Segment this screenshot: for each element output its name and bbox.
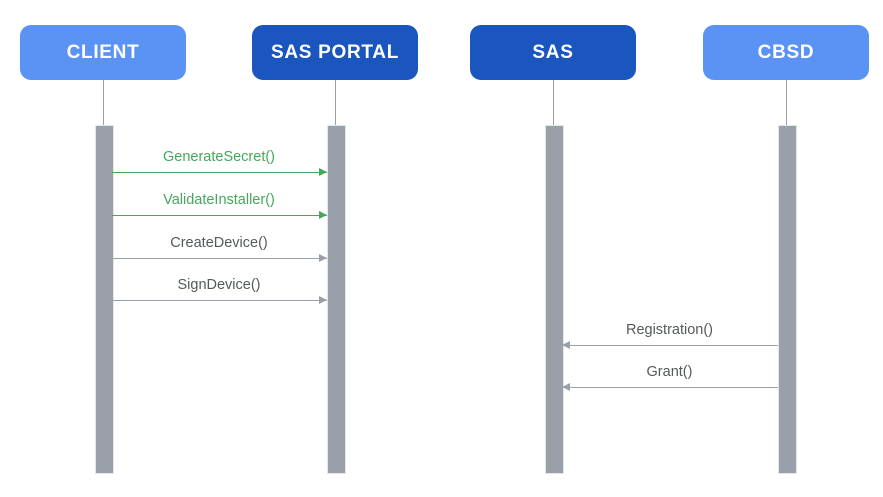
lifeline-stem-sas-portal <box>334 80 336 125</box>
lifeline-stem-sas <box>552 80 554 125</box>
message-label-grant: Grant() <box>646 364 693 381</box>
arrowhead-icon-create-device <box>318 254 327 262</box>
message-line-validate-installer <box>111 215 327 216</box>
participant-box-sas[interactable]: SAS <box>470 25 636 80</box>
message-line-create-device <box>111 258 327 259</box>
arrowhead-icon-generate-secret <box>318 168 327 176</box>
message-label-sign-device: SignDevice() <box>177 277 261 294</box>
arrowhead-icon-registration <box>561 341 570 349</box>
arrowhead-icon-grant <box>561 383 570 391</box>
activation-bar-cbsd <box>777 125 797 474</box>
participant-label-sas-portal: SAS PORTAL <box>270 42 400 63</box>
arrowhead-icon-validate-installer <box>318 211 327 219</box>
message-line-generate-secret <box>111 172 327 173</box>
participant-box-client[interactable]: CLIENT <box>20 25 186 80</box>
arrowhead-icon-sign-device <box>318 296 327 304</box>
lifeline-stem-cbsd <box>785 80 787 125</box>
participant-label-sas: SAS <box>532 42 574 63</box>
participant-label-client: CLIENT <box>66 42 140 63</box>
participant-box-sas-portal[interactable]: SAS PORTAL <box>252 25 418 80</box>
message-label-create-device: CreateDevice() <box>170 235 268 252</box>
message-line-sign-device <box>111 300 327 301</box>
participant-box-cbsd[interactable]: CBSD <box>703 25 869 80</box>
activation-bar-sas-portal <box>326 125 346 474</box>
activation-bar-client <box>94 125 114 474</box>
message-line-grant <box>561 387 778 388</box>
lifeline-stem-client <box>102 80 104 125</box>
message-label-generate-secret: GenerateSecret() <box>162 149 276 166</box>
activation-bar-sas <box>544 125 564 474</box>
message-label-validate-installer: ValidateInstaller() <box>163 192 275 209</box>
message-line-registration <box>561 345 778 346</box>
participant-label-cbsd: CBSD <box>757 42 815 63</box>
message-label-registration: Registration() <box>625 322 714 339</box>
